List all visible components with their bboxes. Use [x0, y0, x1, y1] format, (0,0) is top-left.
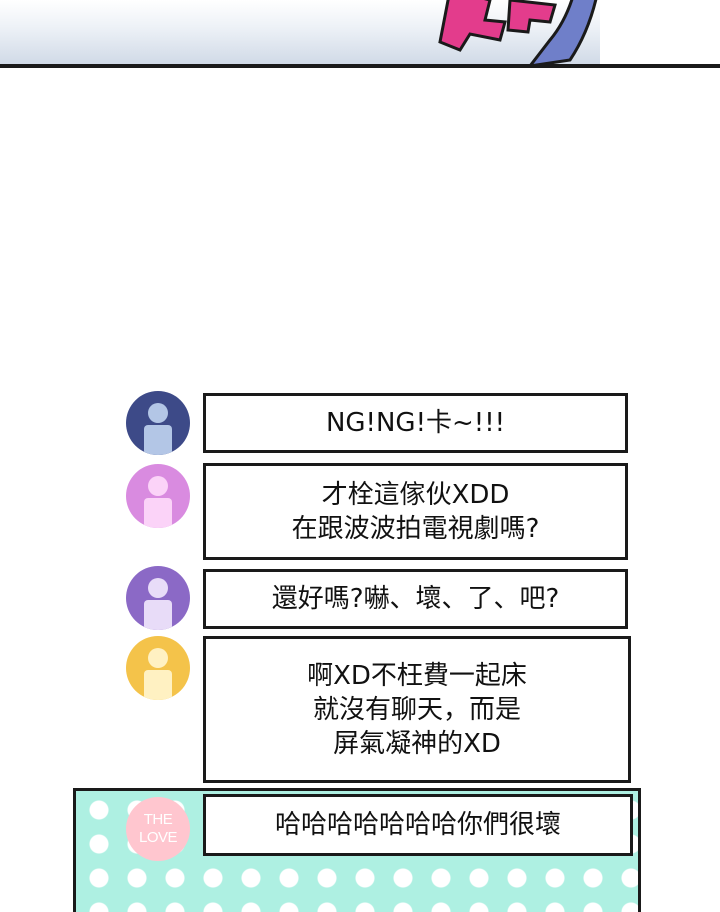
chat-line: 哈哈哈哈哈哈哈你們很壞 [274, 810, 561, 840]
chat-bubble-1: NG!NG!卡~!!! [203, 393, 628, 453]
user-avatar-4 [126, 636, 190, 700]
default-user-icon [126, 391, 190, 455]
chat-line: 還好嗎?嚇、壞、了、吧? [271, 584, 560, 614]
chat-bubble-2: 才栓這傢伙XDD 在跟波波拍電視劇嗎? [203, 463, 628, 560]
top-panel-border [0, 64, 720, 68]
comic-sound-effect-art [438, 0, 598, 66]
chat-bubble-3: 還好嗎?嚇、壞、了、吧? [203, 569, 628, 629]
top-comic-panel [0, 0, 720, 66]
chat-line: 在跟波波拍電視劇嗎? [291, 513, 540, 544]
chat-line: 屏氣凝神的XD [333, 728, 501, 759]
default-user-icon [126, 464, 190, 528]
default-user-icon [126, 636, 190, 700]
chat-line: 就沒有聊天，而是 [312, 694, 521, 725]
chat-line: NG!NG!卡~!!! [325, 408, 506, 438]
chat-bubble-5: 哈哈哈哈哈哈哈你們很壞 [203, 794, 633, 856]
top-panel-gutter [600, 0, 720, 64]
badge-line: LOVE [138, 829, 178, 846]
user-avatar-1 [126, 391, 190, 455]
user-avatar-2 [126, 464, 190, 528]
default-user-icon [126, 566, 190, 630]
badge-line: THE [143, 811, 173, 828]
chat-line: 啊XD不枉費一起床 [307, 660, 527, 691]
the-love-badge: THE LOVE [126, 797, 190, 861]
user-avatar-3 [126, 566, 190, 630]
chat-bubble-4: 啊XD不枉費一起床 就沒有聊天，而是 屏氣凝神的XD [203, 636, 631, 783]
chat-line: 才栓這傢伙XDD [321, 479, 510, 510]
